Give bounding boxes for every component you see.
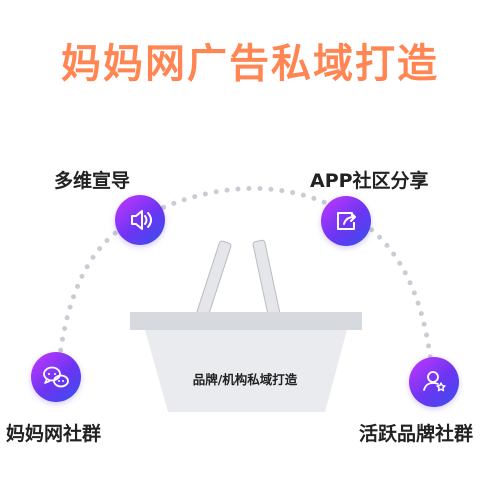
chat-icon [43,366,69,388]
label-multi-promotion: 多维宣导 [54,170,131,192]
user-star-icon [423,371,446,392]
label-mom-community: 妈妈网社群 [6,423,102,445]
brand-community-node[interactable] [409,357,459,407]
app-share-node[interactable] [321,196,371,246]
share-icon [337,212,356,230]
promotion-node[interactable] [115,195,165,245]
speaker-icon [131,210,152,230]
label-app-community: APP社区分享 [310,170,429,192]
label-brand-community: 活跃品牌社群 [359,423,474,445]
basket-label: 品牌/机构私域打造 [192,372,298,387]
mom-community-node[interactable] [31,352,81,402]
page-title: 妈妈网广告私域打造 [61,41,439,87]
